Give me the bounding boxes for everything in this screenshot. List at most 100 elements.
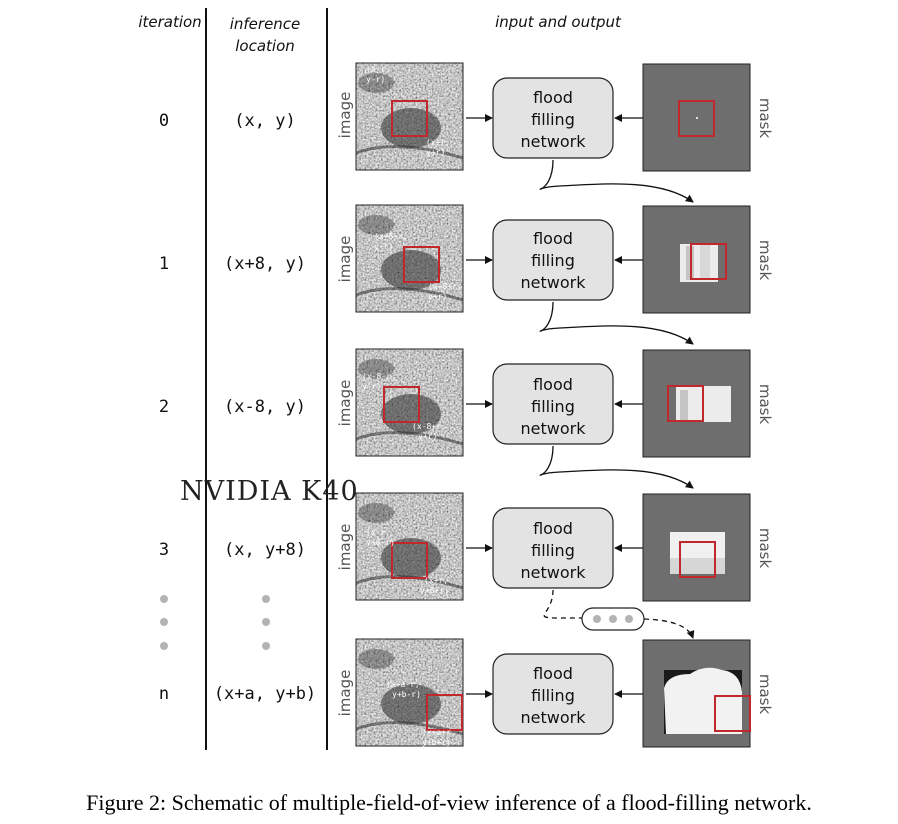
coord-bottom: y+b+r) xyxy=(422,738,451,747)
inference-location: (x-8, y) xyxy=(224,397,306,417)
flood-filling-network-box xyxy=(492,507,614,589)
coord-bottom: (x+8+r, xyxy=(428,282,462,291)
network-label-line: flood xyxy=(533,88,573,107)
image-label: image xyxy=(336,524,354,571)
network-label-line: flood xyxy=(533,375,573,394)
coord-bottom: y+r) xyxy=(418,432,437,441)
row-1: image (x+8-r, y-r) (x+8+r, y+r) flood fi… xyxy=(336,204,774,345)
ellipsis-dot xyxy=(625,615,633,623)
mask-label: mask xyxy=(756,528,774,569)
iteration-label: 0 xyxy=(158,111,170,131)
coord-bottom: (x+r, xyxy=(424,576,448,585)
network-label-line: flood xyxy=(533,664,573,683)
vertical-ellipsis xyxy=(160,595,270,650)
iteration-label: 1 xyxy=(158,254,170,274)
em-image: (x-r, y+8-r) (x+r, y+8+r) xyxy=(355,492,464,601)
column-separator-right xyxy=(326,8,328,750)
coord-bottom: y+r) xyxy=(428,292,447,301)
network-label-line: filling xyxy=(531,397,575,416)
inference-location: (x+8, y) xyxy=(224,254,306,274)
mask-label: mask xyxy=(756,674,774,715)
row-0: image (x-r, y-r) (x+r, y+r) flood fillin… xyxy=(336,62,774,203)
fov-box xyxy=(690,243,727,280)
inference-location: (x+a, y+b) xyxy=(213,684,317,704)
fov-box xyxy=(383,386,420,423)
coord-top: (x-8-r, xyxy=(362,372,396,381)
row-n: image (x+a-r, y+b-r) (x+a+r, y+b+r) floo… xyxy=(336,638,774,748)
coord-bottom: (x-8+r, xyxy=(412,422,446,431)
seed-point xyxy=(696,117,698,119)
coord-top: (x-r, xyxy=(366,528,390,537)
mask-label: mask xyxy=(756,240,774,281)
coord-top: y-r) xyxy=(374,242,393,251)
coord-bottom: (x+r, xyxy=(426,138,450,147)
network-label-line: network xyxy=(521,563,587,582)
inference-location: (x, y+8) xyxy=(224,540,306,560)
network-label-line: network xyxy=(521,708,587,727)
iteration-label: 2 xyxy=(158,397,170,417)
image-label: image xyxy=(336,380,354,427)
flood-filling-network-box xyxy=(492,653,614,735)
arrow-output-to-next-mask xyxy=(539,445,694,489)
arrow-output-to-next-mask xyxy=(539,159,694,203)
coord-top: y+8-r) xyxy=(366,538,395,547)
coord-bottom: y+8+r) xyxy=(420,586,449,595)
coord-bottom: y+r) xyxy=(426,148,445,157)
dashed-continuation-arrow xyxy=(543,589,583,619)
fov-box xyxy=(714,695,751,732)
mask-fill xyxy=(680,244,718,282)
header-iteration: iteration xyxy=(138,13,202,31)
coord-top: (x-r, xyxy=(366,65,390,74)
dashed-arrow-to-last-mask xyxy=(643,618,695,639)
inference-location: (x, y) xyxy=(234,111,296,131)
figure-caption: Figure 2: Schematic of multiple-field-of… xyxy=(86,790,812,815)
network-label-line: filling xyxy=(531,110,575,129)
coord-top: y-r) xyxy=(366,75,385,84)
em-image: (x+a-r, y+b-r) (x+a+r, y+b+r) xyxy=(355,638,464,747)
iteration-label: 3 xyxy=(158,540,170,560)
flood-filling-network-box xyxy=(492,219,614,301)
fov-box xyxy=(667,385,704,422)
em-image: (x-r, y-r) (x+r, y+r) xyxy=(355,62,464,171)
fov-box xyxy=(679,541,716,578)
network-label-line: filling xyxy=(531,251,575,270)
flood-filling-network-box xyxy=(492,363,614,445)
network-label-line: network xyxy=(521,132,587,151)
header-inference-location: inference location xyxy=(229,15,301,55)
ellipsis-dot xyxy=(609,615,617,623)
arrow-output-to-next-mask xyxy=(539,301,694,345)
watermark-text: NVIDIA K40 xyxy=(180,476,359,507)
network-label-line: network xyxy=(521,273,587,292)
row-3: image (x-r, y+8-r) (x+r, y+8+r) flood fi… xyxy=(336,492,774,639)
mask-fill xyxy=(664,667,742,734)
fov-box xyxy=(391,100,428,137)
image-label: image xyxy=(336,92,354,139)
network-label-line: filling xyxy=(531,541,575,560)
fov-box xyxy=(678,100,715,137)
iteration-label: n xyxy=(158,684,170,704)
network-label-line: flood xyxy=(533,229,573,248)
row-2: image (x-8-r, y-r) (x-8+r, y+r) flood fi… xyxy=(336,348,774,489)
network-label-line: flood xyxy=(533,519,573,538)
coord-top: y-r) xyxy=(362,382,381,391)
network-label-line: network xyxy=(521,419,587,438)
fov-box xyxy=(403,246,440,283)
coord-top: (x+8-r, xyxy=(374,232,408,241)
flood-filling-network-box xyxy=(492,77,614,159)
column-separator-left xyxy=(205,8,207,750)
coord-top: y+b-r) xyxy=(392,690,421,699)
mask-label: mask xyxy=(756,98,774,139)
ellipsis-dot xyxy=(593,615,601,623)
mask-label: mask xyxy=(756,384,774,425)
coord-bottom: (x+a+r, xyxy=(422,728,456,737)
fov-box xyxy=(426,694,463,731)
em-image: (x+8-r, y-r) (x+8+r, y+r) xyxy=(355,204,464,313)
image-label: image xyxy=(336,236,354,283)
network-label-line: filling xyxy=(531,686,575,705)
header-input-output: input and output xyxy=(495,13,621,31)
coord-top: (x+a-r, xyxy=(386,680,420,689)
em-image: (x-8-r, y-r) (x-8+r, y+r) xyxy=(355,348,464,457)
image-label: image xyxy=(336,670,354,717)
